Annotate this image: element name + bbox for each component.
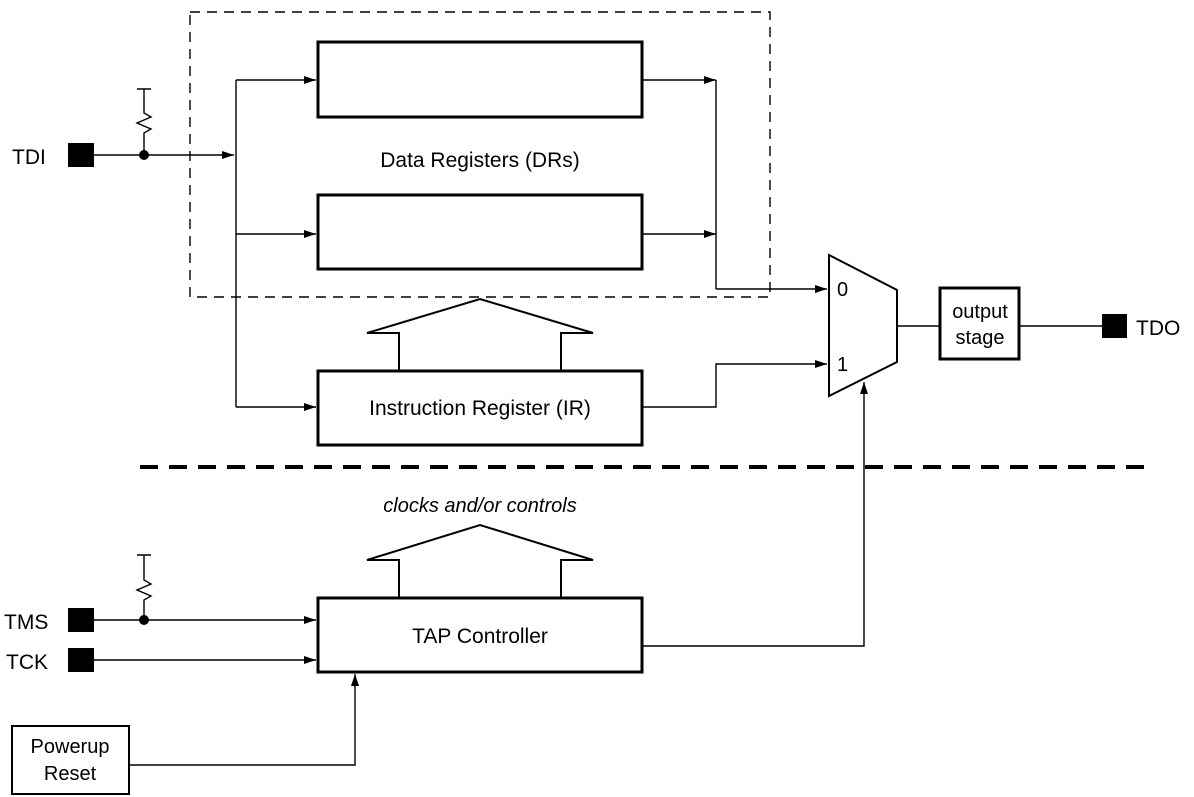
tdi-pin [68,143,94,167]
instruction-register-label: Instruction Register (IR) [369,397,591,420]
tap-to-mux-select-wire [642,382,868,647]
powerup-reset-box [11,725,130,795]
output-stage-line1: output [952,301,1008,323]
clocks-controls-label: clocks and/or controls [383,495,576,517]
tms-label: TMS [4,611,48,634]
output-stage [938,286,1021,361]
tdi-label: TDI [12,146,46,169]
ir-out-wire [642,360,827,408]
powerup-line1: Powerup [31,736,110,758]
instruction-register [316,369,644,447]
tap-controller-label: TAP Controller [412,625,548,648]
tck-pin [68,648,94,672]
data-register-1 [316,40,644,119]
powerup-to-tap-wire [129,674,359,766]
tms-pin [68,608,94,632]
multiplexer [828,253,898,398]
ir-control-arrow [366,297,594,370]
tap-controller [316,596,644,674]
mux-input-1-label: 1 [837,354,848,376]
tms-pullup-resistor [135,554,153,620]
tdo-pin [1102,314,1127,338]
tdo-label: TDO [1136,317,1180,340]
data-register-2 [316,193,644,271]
data-registers-label: Data Registers (DRs) [380,149,580,172]
powerup-line2: Reset [44,763,97,785]
output-stage-line2: stage [956,327,1005,349]
mux-input-0-label: 0 [837,279,848,301]
tap-control-arrow [366,523,594,597]
tck-label: TCK [6,651,48,674]
tdi-pullup-resistor-path [135,88,153,155]
